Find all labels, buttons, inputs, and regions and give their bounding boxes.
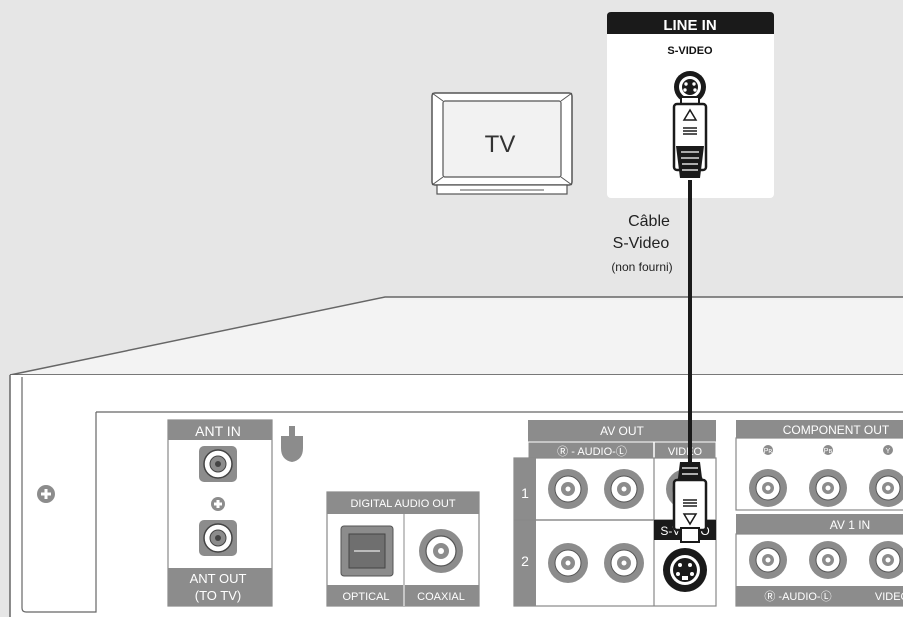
device-top	[9, 296, 909, 376]
component-out-label: COMPONENT OUT	[783, 423, 890, 437]
tv-label: TV	[485, 131, 516, 158]
rca-jack-icon	[548, 469, 588, 509]
coax-jack-icon	[199, 520, 237, 556]
row1-label: 1	[521, 485, 529, 501]
coaxial-label: COAXIAL	[417, 591, 465, 603]
component-out-block: COMPONENT OUT Pʀ Pʙ Y	[735, 420, 909, 511]
optical-port-icon	[340, 525, 394, 577]
av-out-audio-label: Ⓡ - AUDIO-Ⓛ	[557, 445, 627, 458]
cable-label-line1: Câble	[628, 213, 670, 230]
rca-jack-icon	[869, 541, 907, 579]
optical-label: OPTICAL	[342, 591, 389, 603]
rca-jack-icon	[548, 543, 588, 583]
rca-jack-icon	[749, 469, 787, 507]
rca-jack-icon	[749, 541, 787, 579]
digital-audio-out-block: DIGITAL AUDIO OUT OPTICAL COAXIAL	[326, 491, 480, 607]
rca-jack-icon	[869, 469, 907, 507]
ant-in-label: ANT IN	[195, 423, 241, 439]
svideo-port-icon	[663, 548, 707, 592]
ground-icon	[281, 426, 303, 462]
svideo-plug-icon	[672, 462, 708, 543]
rca-jack-icon	[809, 469, 847, 507]
av1-in-block: AV 1 IN Ⓡ -AUDIO-Ⓛ VIDEO	[735, 514, 909, 607]
av-out-label: AV OUT	[600, 424, 644, 438]
component-y-label: Y	[886, 448, 891, 455]
digital-audio-out-label: DIGITAL AUDIO OUT	[350, 498, 455, 510]
antenna-block: ANT IN ANT OUT (TO	[167, 419, 273, 607]
av1-video-label: VIDEO	[875, 591, 909, 603]
component-pb-label: Pʙ	[824, 448, 833, 455]
rca-jack-icon	[604, 469, 644, 509]
av1-in-label: AV 1 IN	[830, 518, 870, 532]
cable-label-line2: S-Video	[613, 235, 670, 252]
rca-jack-icon	[419, 529, 463, 573]
rca-jack-icon	[604, 543, 644, 583]
line-in-title: LINE IN	[663, 17, 716, 34]
cable-label-line3: (non fourni)	[611, 260, 672, 274]
screw-icon	[37, 485, 55, 503]
ant-out-label: ANT OUT	[190, 571, 247, 586]
ant-out-sublabel: (TO TV)	[195, 588, 241, 603]
svideo-plug-icon	[672, 71, 708, 178]
component-pr-label: Pʀ	[764, 448, 773, 455]
av-out-video-label: VIDEO	[668, 446, 703, 458]
line-in-port-label: S-VIDEO	[667, 45, 713, 57]
av1-audio-label: Ⓡ -AUDIO-Ⓛ	[764, 590, 831, 603]
rca-jack-icon	[809, 541, 847, 579]
tv-icon: TV	[431, 92, 573, 195]
screw-icon	[211, 497, 225, 511]
row2-label: 2	[521, 553, 529, 569]
coax-jack-icon	[199, 446, 237, 482]
cable-label: Câble S-Video (non fourni)	[611, 213, 672, 274]
